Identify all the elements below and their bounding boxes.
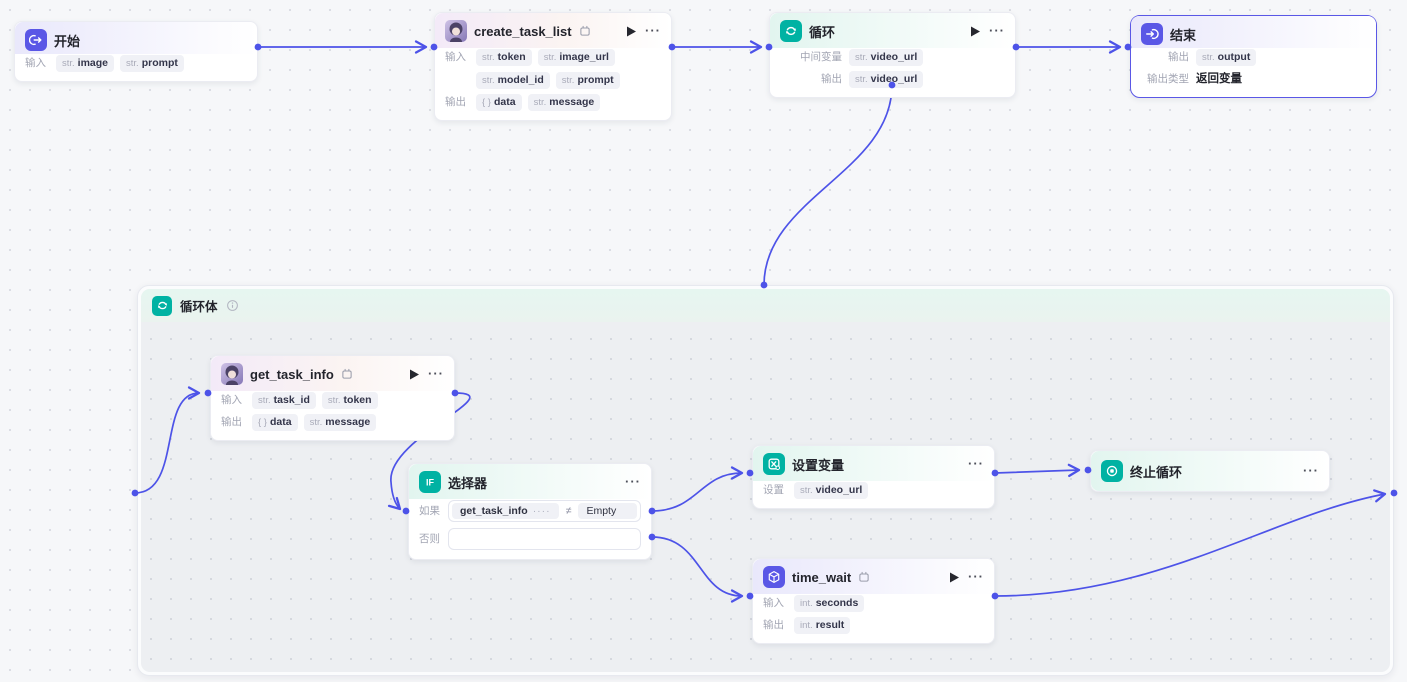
svg-text:IF: IF: [426, 478, 435, 488]
if-icon: IF: [419, 471, 441, 493]
row-label: 中间变量: [800, 51, 842, 63]
more-menu-icon[interactable]: ···: [1303, 463, 1319, 478]
info-icon: [226, 299, 239, 312]
more-menu-icon[interactable]: ···: [968, 456, 984, 471]
edge-loop-to-loop-body[interactable]: [763, 84, 893, 286]
row-label: 输出: [445, 96, 466, 108]
node-title: 设置变量: [792, 457, 845, 473]
row-label: 设置: [763, 484, 784, 496]
plugin-badge-icon: [579, 25, 591, 37]
row-label: 输出: [1168, 51, 1189, 63]
node-title: 开始: [54, 33, 81, 49]
node-end[interactable]: 结束 输出 str.output 输出类型 返回变量: [1130, 15, 1377, 98]
node-title: get_task_info: [250, 366, 334, 382]
node-title: 循环: [809, 24, 836, 40]
variable-tag: str.model_id: [476, 72, 550, 89]
row-label: 如果: [419, 504, 440, 517]
end-icon: [1141, 23, 1163, 45]
plugin-badge-icon: [858, 571, 870, 583]
condition-operator[interactable]: ≠: [565, 505, 572, 517]
node-selector[interactable]: IF 选择器 ··· 如果 get_task_info ···· ≠ Empty: [408, 463, 652, 560]
variable-tag: { }data: [252, 414, 298, 431]
output-type-value: 返回变量: [1196, 73, 1242, 85]
row-label: 输出: [763, 619, 784, 631]
plugin-avatar-icon: [445, 20, 467, 42]
cube-icon: [763, 566, 785, 588]
row-label: 输入: [25, 57, 46, 69]
row-label: 否则: [419, 532, 440, 545]
node-create-task-list[interactable]: create_task_list ··· 输入 str.token str.im…: [434, 12, 672, 121]
node-break-loop[interactable]: 终止循环 ···: [1090, 450, 1330, 492]
start-icon: [25, 29, 47, 51]
more-menu-icon[interactable]: ···: [645, 23, 661, 38]
row-label: 输出: [821, 73, 842, 85]
row-label: 输入: [221, 394, 242, 406]
set-variable-icon: [763, 453, 785, 475]
else-box[interactable]: [448, 528, 641, 550]
loop-body-title: 循环体: [180, 300, 218, 314]
node-time-wait[interactable]: time_wait ··· 输入 int.seconds 输出: [752, 558, 995, 644]
variable-tag: str.image_url: [537, 49, 615, 66]
more-menu-icon[interactable]: ···: [625, 474, 641, 489]
condition-box[interactable]: get_task_info ···· ≠ Empty: [448, 500, 641, 522]
variable-tag: str.prompt: [120, 55, 184, 72]
break-loop-icon: [1101, 460, 1123, 482]
more-menu-icon[interactable]: ···: [989, 23, 1005, 38]
play-icon[interactable]: [407, 367, 421, 381]
node-title: time_wait: [792, 569, 852, 585]
node-get-task-info[interactable]: get_task_info ··· 输入 str.task_id str.tok…: [210, 355, 455, 441]
variable-tag: str.token: [476, 49, 532, 66]
variable-tag: str.video_url: [849, 71, 924, 88]
row-label: 输出类型: [1147, 73, 1189, 85]
node-title: 终止循环: [1130, 464, 1183, 480]
row-label: 输入: [763, 597, 784, 609]
plugin-avatar-icon: [221, 363, 243, 385]
node-title: 结束: [1170, 27, 1197, 43]
loop-icon: [780, 20, 802, 42]
node-loop[interactable]: 循环 ··· 中间变量 str.video_url 输出 str.video_u…: [769, 12, 1016, 98]
more-menu-icon[interactable]: ···: [428, 366, 444, 381]
variable-tag: str.prompt: [555, 72, 620, 89]
node-title: create_task_list: [474, 23, 572, 39]
variable-tag: int.seconds: [794, 595, 865, 612]
variable-tag: { }data: [476, 94, 522, 111]
row-label: 输出: [221, 416, 242, 428]
node-title: 选择器: [448, 475, 488, 491]
node-set-variable[interactable]: 设置变量 ··· 设置 str.video_url: [752, 445, 995, 509]
variable-tag: int.result: [794, 617, 851, 634]
play-icon[interactable]: [624, 24, 638, 38]
variable-tag: str.message: [303, 414, 377, 431]
plugin-badge-icon: [341, 368, 353, 380]
variable-tag: str.output: [1196, 49, 1257, 66]
condition-left-pill[interactable]: get_task_info ····: [452, 503, 559, 519]
row-label: 输入: [445, 51, 466, 63]
play-icon[interactable]: [947, 570, 961, 584]
variable-tag: str.task_id: [252, 392, 316, 409]
node-start[interactable]: 开始 输入 str.image str.prompt: [14, 21, 258, 82]
loop-icon: [152, 295, 172, 316]
variable-tag: str.message: [527, 94, 601, 111]
variable-tag: str.video_url: [849, 49, 924, 66]
condition-right-pill[interactable]: Empty: [578, 503, 637, 519]
more-menu-icon[interactable]: ···: [968, 569, 984, 584]
variable-tag: str.token: [321, 392, 378, 409]
loop-body-header: 循环体: [141, 289, 1390, 322]
play-icon[interactable]: [968, 24, 982, 38]
variable-tag: str.video_url: [794, 482, 869, 499]
variable-tag: str.image: [56, 55, 115, 72]
